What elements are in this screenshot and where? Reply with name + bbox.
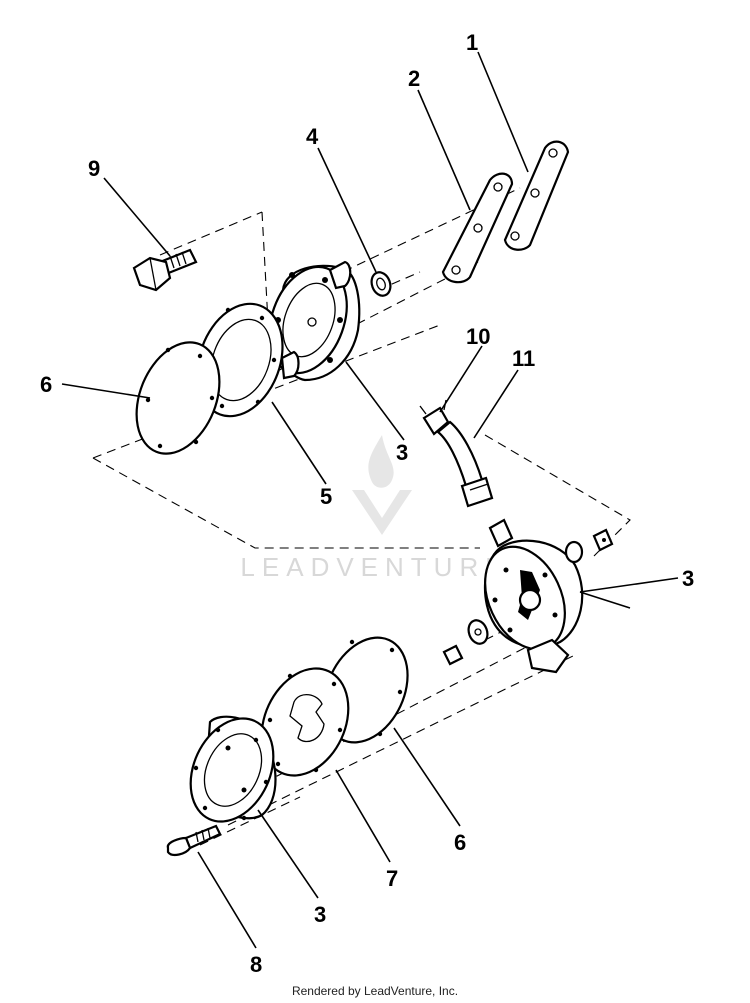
part-11-hose <box>436 420 494 508</box>
part-3-bottom-cover <box>189 715 277 823</box>
part-10-clamp <box>419 399 450 436</box>
part-2-plate <box>441 172 514 284</box>
callout-5: 5 <box>320 484 332 509</box>
part-6-upper-diaphragm <box>135 341 221 455</box>
part-7-valve-plate <box>260 667 350 777</box>
callout-7: 7 <box>386 866 398 891</box>
part-1-plate <box>503 140 570 251</box>
leader-lines <box>61 51 679 949</box>
assembly-reference-lines <box>92 187 631 846</box>
callout-3-middle: 3 <box>682 566 694 591</box>
callout-4: 4 <box>306 124 319 149</box>
footer-credit: Rendered by LeadVenture, Inc. <box>291 984 459 998</box>
watermark-logo <box>352 435 412 535</box>
part-3-upper-pump-body <box>268 260 361 382</box>
callout-6-lower: 6 <box>454 830 466 855</box>
callout-6-upper: 6 <box>40 372 52 397</box>
callout-3-upper: 3 <box>396 440 408 465</box>
part-8-screw <box>166 824 222 857</box>
watermark-text: LEADVENTURE <box>240 552 510 582</box>
callout-11: 11 <box>512 346 535 371</box>
callout-10: 10 <box>466 324 490 349</box>
part-9-bolt <box>132 248 198 292</box>
washer-and-screw <box>442 619 489 666</box>
part-4-washer <box>370 271 392 297</box>
callout-9: 9 <box>88 156 100 181</box>
callout-1: 1 <box>466 30 478 55</box>
part-3-lower-pump-body <box>483 518 614 674</box>
callout-2: 2 <box>408 66 420 91</box>
callout-8: 8 <box>250 952 262 977</box>
callout-3-bottom: 3 <box>314 902 326 927</box>
callout-labels: 1 2 4 9 10 11 6 3 5 3 6 7 3 8 <box>40 30 694 977</box>
